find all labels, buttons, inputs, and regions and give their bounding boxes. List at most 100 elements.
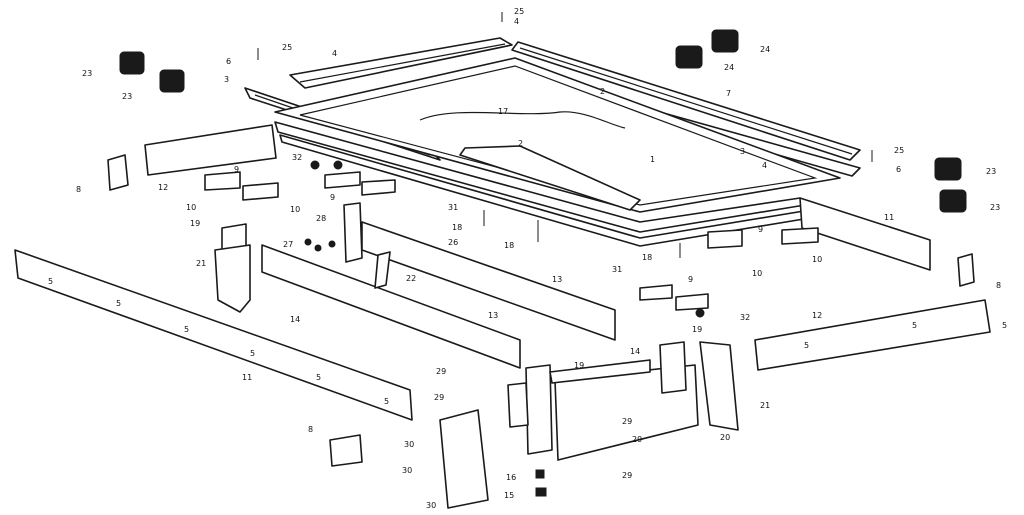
label-19b: 19 [574, 361, 584, 370]
label-5d: 5 [250, 349, 255, 358]
apron-front-left [14, 249, 413, 421]
label-25a: 25 [514, 7, 524, 16]
brace-22 [374, 251, 391, 289]
label-2a: 2 [600, 87, 605, 96]
label-20: 20 [720, 433, 730, 442]
label-30c: 30 [426, 501, 436, 510]
leg-panel-14 [549, 359, 651, 384]
label-27: 27 [283, 240, 293, 249]
label-12a: 12 [158, 183, 168, 192]
bolt-marks [257, 12, 873, 497]
label-18b: 18 [504, 241, 514, 250]
corner-cap-bottom [329, 434, 363, 467]
leg-brace-21-right [699, 341, 739, 431]
label-28: 28 [316, 214, 326, 223]
label-18c: 18 [642, 253, 652, 262]
apron-right [799, 197, 931, 271]
label-5e: 5 [316, 373, 321, 382]
leg-post-mid [343, 202, 363, 263]
label-7: 7 [726, 89, 731, 98]
label-14b: 14 [630, 347, 640, 356]
label-30a: 30 [404, 440, 414, 449]
leg-block-left [507, 382, 529, 428]
label-13a: 13 [552, 275, 562, 284]
label-18a: 18 [452, 223, 462, 232]
label-10c: 10 [752, 269, 762, 278]
label-1: 1 [650, 155, 655, 164]
label-11b: 11 [242, 373, 252, 382]
bracket-31 [639, 284, 709, 311]
label-14a: 14 [290, 315, 300, 324]
leg-post-left [214, 223, 251, 313]
pocket-6 [939, 189, 967, 213]
label-23a: 23 [82, 69, 92, 78]
label-24a: 24 [760, 45, 770, 54]
label-12b: 12 [812, 311, 822, 320]
label-8b: 8 [996, 281, 1001, 290]
label-19a: 19 [190, 219, 200, 228]
bracket-left-a [204, 171, 241, 191]
label-15: 15 [504, 491, 514, 500]
label-29d: 29 [632, 435, 642, 444]
rail-rear [289, 37, 513, 89]
label-5f: 5 [384, 397, 389, 406]
pocket-1 [119, 51, 145, 75]
label-2b: 2 [518, 139, 523, 148]
label-5h: 5 [804, 341, 809, 350]
corner-cap-left [107, 154, 129, 191]
slate-bed [274, 57, 841, 213]
label-23d: 23 [990, 203, 1000, 212]
label-32b: 32 [740, 313, 750, 322]
label-22: 22 [406, 274, 416, 283]
label-5a: 5 [48, 277, 53, 286]
label-9b: 9 [330, 193, 335, 202]
label-3b: 3 [740, 147, 745, 156]
label-25b: 25 [282, 43, 292, 52]
label-4c: 4 [514, 17, 519, 26]
pocket-5 [934, 157, 962, 181]
label-29e: 29 [622, 471, 632, 480]
label-11a: 11 [884, 213, 894, 222]
label-29b: 29 [434, 393, 444, 402]
leg-post-front [525, 364, 553, 455]
crossbeam-long-left [261, 244, 521, 369]
pocket-3 [711, 29, 739, 53]
label-10d: 10 [812, 255, 822, 264]
label-10b: 10 [290, 205, 300, 214]
label-24b: 24 [724, 63, 734, 72]
apron-left [144, 124, 277, 176]
label-13b: 13 [488, 311, 498, 320]
pocket-4 [675, 45, 703, 69]
crossbeam-long-right [361, 221, 616, 341]
label-25c: 25 [894, 146, 904, 155]
bracket-right-a [707, 229, 743, 249]
apron-front-right [754, 299, 991, 371]
rail-right-upper [511, 41, 861, 161]
label-5b: 5 [116, 299, 121, 308]
label-23c: 23 [986, 167, 996, 176]
label-8c: 8 [308, 425, 313, 434]
label-9c: 9 [758, 225, 763, 234]
leg-brace-front [439, 409, 489, 509]
pocket-2 [159, 69, 185, 93]
label-6b: 6 [896, 165, 901, 174]
label-31a: 31 [448, 203, 458, 212]
label-8a: 8 [76, 185, 81, 194]
bracket-right-b [781, 227, 819, 245]
rail-insert [459, 145, 641, 211]
label-19c: 19 [692, 325, 702, 334]
label-31b: 31 [612, 265, 622, 274]
label-9d: 9 [688, 275, 693, 284]
label-5c: 5 [184, 325, 189, 334]
label-21a: 21 [196, 259, 206, 268]
label-30b: 30 [402, 466, 412, 475]
label-29c: 29 [622, 417, 632, 426]
label-6a: 6 [226, 57, 231, 66]
bracket-mid-b [361, 179, 396, 196]
label-21b: 21 [760, 401, 770, 410]
part-labels: 1 2 2 3 3 4 4 4 5 5 5 5 5 5 5 5 5 6 6 7 … [48, 7, 1007, 510]
bracket-mid-a [324, 171, 361, 189]
corner-cap-right [957, 253, 975, 287]
label-4b: 4 [762, 161, 767, 170]
